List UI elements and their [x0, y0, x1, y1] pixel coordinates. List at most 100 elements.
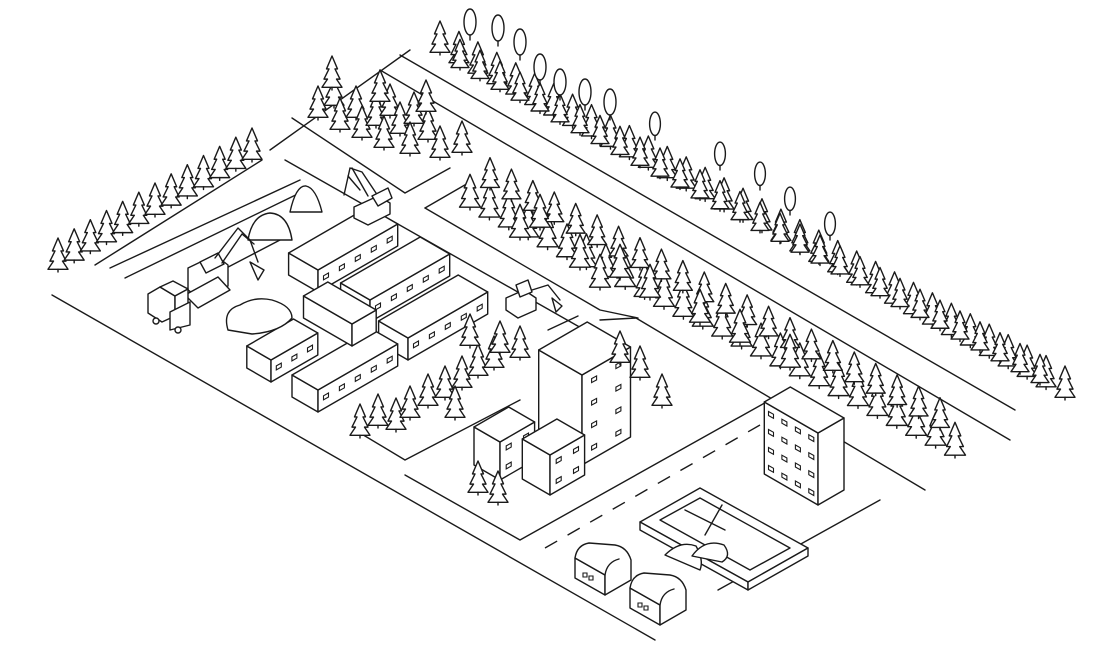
deciduous-tree-icon [534, 54, 546, 85]
conifer-tree-icon [791, 224, 809, 255]
deciduous-tree-icon [554, 69, 566, 100]
conifer-tree-icon [652, 374, 672, 408]
conifer-tree-icon [811, 235, 829, 266]
conifer-tree-icon [490, 321, 510, 355]
conifer-tree-icon [330, 98, 350, 132]
conifer-tree-icon [481, 158, 500, 190]
conifer-tree-icon [400, 122, 420, 156]
conifer-tree-icon [600, 115, 620, 149]
conifer-tree-icon [523, 181, 542, 213]
conifer-tree-icon [460, 174, 481, 210]
conifer-tree-icon [435, 366, 455, 400]
conifer-tree-icon [941, 303, 961, 337]
conifer-tree-icon [831, 246, 849, 277]
conifer-tree-icon [416, 80, 436, 114]
conifer-tree-icon [979, 324, 999, 358]
conifer-tree-icon [588, 215, 607, 247]
machinery [148, 168, 562, 334]
conifer-tree-icon [511, 72, 529, 103]
conifer-tree-icon [64, 229, 84, 263]
conifer-tree-icon [308, 86, 328, 120]
conifer-tree-icon [931, 398, 950, 430]
conifer-tree-icon [418, 108, 438, 142]
conifer-tree-icon [80, 220, 100, 254]
conifer-tree-icon [652, 249, 671, 281]
deciduous-tree-icon [514, 29, 526, 60]
conifer-tree-icon [161, 174, 181, 208]
conifer-tree-icon [370, 70, 390, 104]
conifer-tree-icon [1031, 354, 1049, 385]
conifer-tree-icon [452, 121, 472, 155]
dirt-mound-icon [692, 543, 728, 562]
conifer-tree-icon [430, 126, 450, 160]
conifer-tree-icon [498, 194, 519, 230]
truck-icon [148, 281, 190, 333]
conifer-tree-icon [557, 224, 578, 260]
conifer-tree-icon [911, 289, 929, 320]
hangar-icon [630, 573, 686, 625]
conifer-tree-icon [845, 352, 864, 384]
conifer-tree-icon [610, 244, 631, 280]
conifer-tree-icon [400, 386, 420, 420]
buildings [247, 207, 844, 625]
deciduous-tree-icon [650, 112, 661, 140]
deciduous-tree-icon [604, 89, 616, 120]
conifer-tree-icon [129, 192, 149, 226]
dirt-mound-icon [665, 544, 701, 570]
conifer-tree-icon [226, 137, 246, 171]
building-icon [379, 275, 488, 360]
conifer-tree-icon [530, 194, 551, 230]
conifer-tree-icon [631, 137, 649, 168]
conifer-tree-icon [591, 115, 609, 146]
conifer-tree-icon [711, 181, 729, 212]
conifer-tree-icon [610, 331, 630, 365]
conifer-tree-icon [651, 148, 669, 179]
deciduous-tree-icon [715, 142, 726, 170]
conifer-tree-icon [871, 268, 889, 299]
conifer-tree-icon [771, 213, 789, 244]
building-icon [247, 319, 318, 382]
deciduous-tree-icon [464, 9, 476, 40]
conifer-tree-icon [945, 422, 966, 458]
conifer-tree-icon [654, 274, 675, 310]
conifer-tree-icon [445, 386, 465, 420]
conifer-tree-icon [531, 83, 549, 114]
building-icon [764, 387, 844, 505]
conifer-tree-icon [671, 159, 689, 190]
conifer-tree-icon [716, 283, 735, 315]
conifer-tree-icon [891, 278, 909, 309]
deciduous-tree-icon [825, 212, 836, 240]
deciduous-tree-icon [755, 162, 766, 190]
dirt-mound-icon [227, 299, 293, 334]
conifer-tree-icon [802, 329, 821, 361]
building-icon [522, 419, 584, 495]
conifer-tree-icon [566, 203, 585, 235]
conifer-tree-icon [888, 375, 907, 407]
conifer-tree-icon [242, 128, 262, 162]
conifer-tree-icon [545, 192, 564, 224]
conifer-tree-icon [468, 344, 488, 378]
conifer-tree-icon [97, 211, 117, 245]
conifer-tree-icon [673, 283, 694, 319]
conifer-tree-icon [48, 238, 68, 272]
building-icon [341, 237, 450, 322]
conifer-tree-icon [631, 238, 650, 270]
conifer-tree-icon [619, 126, 639, 160]
conifer-tree-icon [386, 398, 406, 432]
conifer-tree-icon [418, 374, 438, 408]
conifer-tree-icon [352, 106, 372, 140]
conifer-tree-icon [867, 383, 888, 419]
dirt-mound-icon [290, 186, 322, 212]
conifer-tree-icon [366, 94, 386, 128]
conifer-tree-icon [691, 170, 709, 201]
conifer-tree-icon [145, 183, 165, 217]
conifer-tree-icon [551, 94, 569, 125]
deciduous-tree-icon [579, 79, 591, 110]
conifer-tree-icon [712, 303, 733, 339]
conifer-tree-icon [690, 289, 711, 325]
conifer-tree-icon [502, 169, 521, 201]
conifer-tree-icon [848, 373, 869, 409]
conifer-tree-icon [430, 21, 450, 55]
building-icon [304, 282, 377, 346]
road-network [52, 50, 1015, 640]
